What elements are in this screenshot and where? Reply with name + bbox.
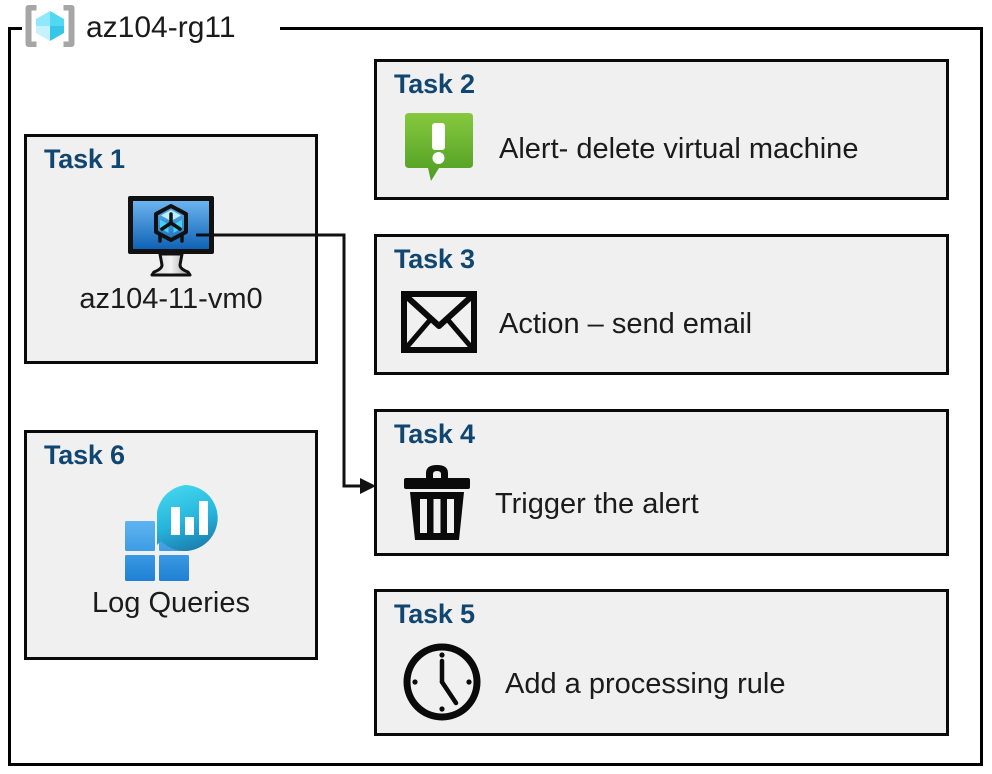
task-1-label: Task 1: [44, 144, 125, 174]
envelope-icon: [401, 290, 477, 358]
task-3-content: Action – send email: [401, 283, 934, 365]
resource-group-frame: [8, 27, 983, 766]
virtual-machine-icon: [124, 193, 218, 282]
task-card-3[interactable]: Task 3 Action – send email: [374, 234, 949, 375]
task-2-caption: Alert- delete virtual machine: [499, 132, 859, 165]
task-6-caption-slot: Log Queries: [27, 589, 315, 618]
task-card-6[interactable]: Task 6: [24, 430, 318, 660]
task-4-label: Task 4: [394, 419, 475, 449]
task-3-caption: Action – send email: [499, 307, 753, 340]
task-6-icon-slot: [27, 485, 315, 586]
task-5-label: Task 5: [394, 599, 475, 629]
task-4-content: Trigger the alert: [401, 460, 934, 548]
task-2-label: Task 2: [394, 69, 475, 99]
trash-bin-icon: [401, 460, 473, 549]
task-card-4[interactable]: Task 4 Trigger the alert: [374, 409, 949, 556]
azure-resource-group-icon: [22, 2, 78, 55]
task-card-2[interactable]: Task 2 Alert- delete virtual machine: [374, 59, 949, 200]
task-3-label: Task 3: [394, 244, 475, 274]
task-1-caption: az104-11-vm0: [79, 283, 263, 315]
task-6-label: Task 6: [44, 440, 125, 470]
task-5-content: Add a processing rule: [401, 640, 934, 728]
resource-group-name: az104-rg11: [86, 11, 236, 44]
resource-group-title-mask: [22, 16, 280, 42]
resource-group-header: az104-rg11: [22, 2, 236, 54]
log-analytics-icon: [119, 485, 223, 586]
alert-exclamation-icon: [401, 109, 477, 190]
task-6-caption: Log Queries: [92, 587, 250, 619]
task-4-caption: Trigger the alert: [495, 487, 699, 520]
task-5-caption: Add a processing rule: [505, 667, 786, 700]
task-card-1[interactable]: Task 1: [24, 134, 318, 364]
task-1-icon-slot: [27, 193, 315, 282]
task-1-caption-slot: az104-11-vm0: [27, 285, 315, 314]
task-card-5[interactable]: Task 5 Add a processing rule: [374, 589, 949, 736]
task-2-content: Alert- delete virtual machine: [401, 108, 934, 190]
clock-icon: [401, 641, 483, 728]
